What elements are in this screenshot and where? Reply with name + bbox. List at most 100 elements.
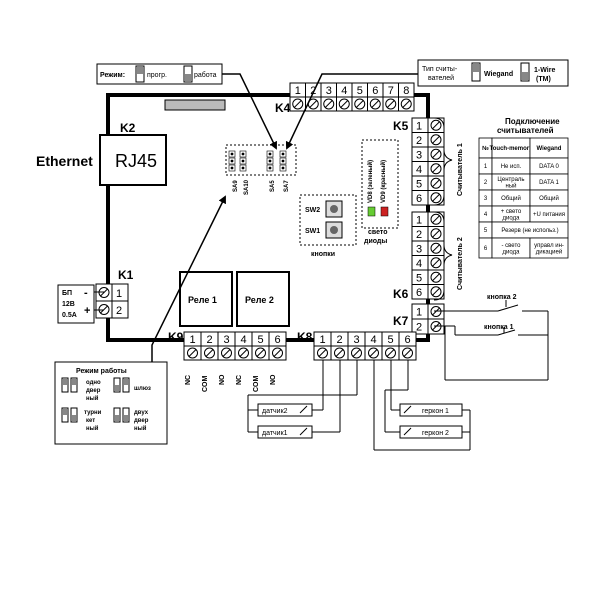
k7-button-wiring xyxy=(434,300,549,381)
relay-2 xyxy=(236,271,290,327)
psu-minus: - xyxy=(84,287,88,299)
conn-title-l1: Подключение xyxy=(505,117,560,126)
sensor2-label: датчик2 xyxy=(262,408,288,415)
reader-table-cell: 3 xyxy=(484,196,488,202)
mode-gate-label: шлюз xyxy=(134,386,151,392)
reader1-brace xyxy=(433,117,453,206)
mode-work-label: работа xyxy=(194,71,217,79)
k4-pin-7: 7 xyxy=(388,85,394,97)
k1-label: K1 xyxy=(118,268,134,282)
reader-table-cell: Wiegand xyxy=(537,146,562,152)
k6-pin-1: 1 xyxy=(416,214,422,226)
reader-table-cell: 6 xyxy=(484,246,488,252)
sa7-label: SA7 xyxy=(284,180,290,192)
onewire-l2: (TM) xyxy=(536,76,551,83)
k7-pin-2: 2 xyxy=(416,322,422,334)
reader-table-cell: ный xyxy=(506,182,517,189)
relay-1-label: Реле 1 xyxy=(188,295,217,305)
k9-nc-2: NC xyxy=(236,375,243,385)
reader-table-cell: Не исп. xyxy=(501,164,522,170)
reader-table-cell: DATA 1 xyxy=(539,180,559,186)
k4-pin-1: 1 xyxy=(295,85,301,97)
k8-pin-4: 4 xyxy=(371,334,377,346)
k8-pin-2: 2 xyxy=(337,334,343,346)
k6-label: K6 xyxy=(393,287,409,301)
k9-no-1: NO xyxy=(219,374,226,385)
k4-pin-4: 4 xyxy=(341,85,347,97)
psu-l1: БП xyxy=(62,290,72,297)
k6-pin-6: 6 xyxy=(416,287,422,299)
buttons-area xyxy=(299,194,357,246)
sa9-label: SA9 xyxy=(233,180,239,192)
reed1-box xyxy=(399,403,463,417)
k9-com-1: COM xyxy=(202,376,209,393)
k7-pin-1: 1 xyxy=(416,307,422,319)
relay-1 xyxy=(179,271,233,327)
k7-connector: 12 xyxy=(411,303,445,335)
k8-pin-3: 3 xyxy=(354,334,360,346)
reed2-label: геркон 2 xyxy=(422,430,449,437)
k5-pin-2: 2 xyxy=(416,135,422,147)
mode-two-door-icons xyxy=(113,407,130,423)
leds-label-l2: диоды xyxy=(364,238,387,245)
sa5-label: SA5 xyxy=(270,180,276,192)
mode-two-l3: ный xyxy=(134,425,147,432)
reader-table-cell: - свето xyxy=(502,243,522,249)
reader-table-cell: Touch-memory xyxy=(490,146,534,152)
psu-l2: 12В xyxy=(62,301,75,308)
mode-turnstile-icons xyxy=(61,407,78,423)
board-label-strip xyxy=(164,99,226,111)
k1-pin-2: 2 xyxy=(116,305,122,317)
k7-label: K7 xyxy=(393,314,409,328)
reader-table-cell: 1 xyxy=(484,164,488,170)
mode-one-door-icons xyxy=(61,377,78,393)
reader-table-cell: диода xyxy=(503,249,521,255)
mode-one-l2: двер xyxy=(86,388,101,394)
reader-table-cell: +U питания xyxy=(533,212,565,218)
vd8-label: VD8 (зеленый) xyxy=(367,160,374,203)
ethernet-label: Ethernet xyxy=(36,153,93,169)
buttons-label: кнопки xyxy=(311,251,335,258)
mode-arrow xyxy=(222,73,277,150)
k6-pin-5: 5 xyxy=(416,272,422,284)
reed1-label: геркон 1 xyxy=(422,408,449,415)
reader-type-l1: Тип считы- xyxy=(422,66,458,73)
reader-table-cell: управл ин- xyxy=(534,243,564,249)
k5-pin-6: 6 xyxy=(416,193,422,205)
mode-turn-l2: кет xyxy=(86,418,95,424)
relay-2-label: Реле 2 xyxy=(245,295,274,305)
mode-turn-l1: турни xyxy=(84,410,102,416)
reed2-box xyxy=(399,425,463,439)
reader-table-cell: Общий xyxy=(501,195,521,202)
k8-pin-1: 1 xyxy=(320,334,326,346)
mode-two-l2: двер xyxy=(134,418,149,424)
button2-label: кнопка 2 xyxy=(487,294,517,301)
k4-label: K4 xyxy=(275,101,291,115)
k6-pin-3: 3 xyxy=(416,243,422,255)
mode-prefix: Режим: xyxy=(100,72,125,79)
k8-label: K8 xyxy=(297,330,313,344)
k9-pin-4: 4 xyxy=(241,334,247,346)
k5-pin-5: 5 xyxy=(416,178,422,190)
k4-pin-6: 6 xyxy=(372,85,378,97)
sw1-label: SW1 xyxy=(305,228,320,235)
k9-pin-1: 1 xyxy=(190,334,196,346)
k9-com-2: COM xyxy=(253,376,260,393)
mode-gate-icons xyxy=(113,377,130,393)
leds-area xyxy=(361,139,399,229)
k9-no-2: NO xyxy=(270,374,277,385)
reader-table-cell: № xyxy=(482,145,489,152)
k8-pin-6: 6 xyxy=(405,334,411,346)
k5-pin-3: 3 xyxy=(416,149,422,161)
k2-label: K2 xyxy=(120,121,136,135)
sensor2-box xyxy=(257,403,313,417)
reader-table-cell: + свето xyxy=(501,209,522,215)
mode-prog-label: прогр. xyxy=(147,72,167,79)
k5-label: K5 xyxy=(393,119,409,133)
sa10-label: SA10 xyxy=(244,179,250,195)
psu-plus: + xyxy=(84,305,90,317)
wiegand-label: Wiegand xyxy=(484,71,513,78)
